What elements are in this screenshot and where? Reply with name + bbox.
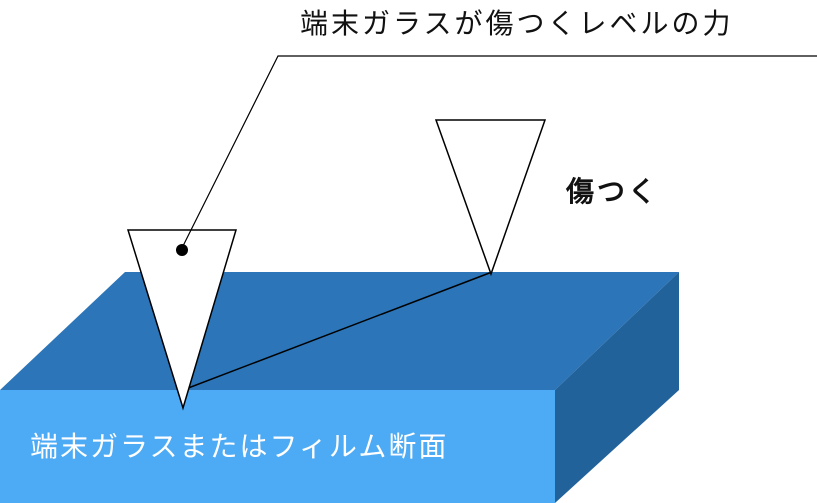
leader-dot bbox=[176, 244, 188, 256]
right-indenter bbox=[434, 119, 547, 277]
leader-line bbox=[181, 55, 817, 249]
cross-section-label: 端末ガラスまたはフィルム断面 bbox=[30, 430, 449, 463]
force-level-label: 端末ガラスが傷つくレベルの力 bbox=[300, 7, 734, 40]
scratch-line bbox=[182, 271, 493, 391]
block-side-face bbox=[555, 272, 679, 503]
scratch-label: 傷つく bbox=[566, 175, 660, 208]
block-front-face bbox=[0, 390, 555, 503]
left-indenter bbox=[126, 229, 238, 411]
